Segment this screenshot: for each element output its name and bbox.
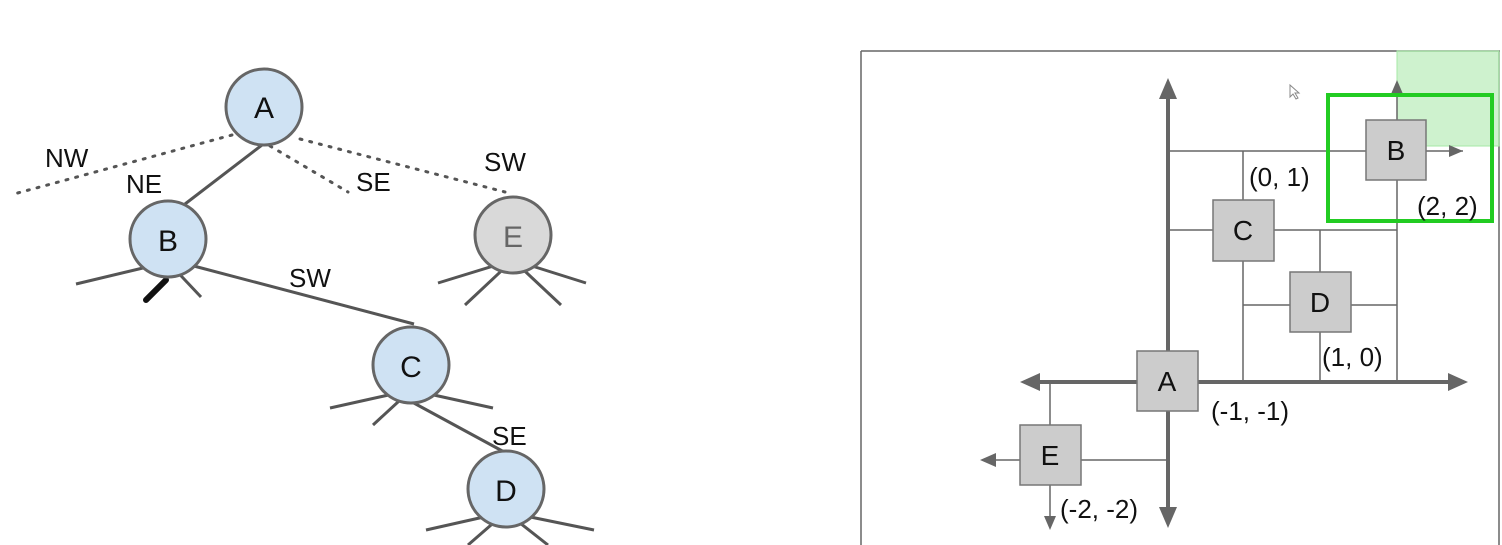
edge-label-c-se: SE [492, 421, 527, 451]
coord-label-b: (2, 2) [1417, 191, 1478, 221]
point-box-c: C [1212, 199, 1275, 262]
axis-arrow-left-icon [1020, 373, 1040, 391]
plane-diagram: B C D A E (0, 1) (2, 2) (1, 0) (-1, -1) … [860, 50, 1500, 545]
point-box-a: A [1136, 350, 1199, 412]
point-box-b: B [1365, 119, 1427, 181]
edge-label-se: SE [356, 167, 391, 197]
quadtree-diagram: A B E C D NW NE SE SW SW SE [12, 67, 595, 545]
point-box-d-label: D [1310, 287, 1330, 318]
coord-label-d: (1, 0) [1322, 342, 1383, 372]
edge-c-d [411, 400, 507, 455]
edge-a-sw [298, 137, 507, 194]
arrowhead-icon [980, 453, 996, 467]
point-box-e-label: E [1041, 440, 1060, 471]
edge-label-sw: SW [484, 147, 526, 177]
point-box-c-label: C [1233, 215, 1253, 246]
axis-arrow-right-icon [1448, 373, 1468, 391]
arrowhead-icon [1449, 145, 1463, 157]
tree-node-c: C [371, 325, 451, 405]
arrowhead-icon [1391, 80, 1403, 94]
tree-node-b-label: B [158, 225, 178, 258]
query-rectangle [1326, 93, 1494, 223]
coord-label-c: (0, 1) [1249, 162, 1310, 192]
edge-a-nw [12, 133, 234, 196]
mouse-cursor-icon [1289, 83, 1301, 100]
point-box-d: D [1289, 271, 1352, 333]
axis-arrow-up-icon [1159, 78, 1177, 99]
tree-node-e: E [473, 195, 553, 275]
coord-label-a: (-1, -1) [1211, 396, 1289, 426]
axis-arrow-down-icon [1159, 507, 1177, 528]
edge-label-nw: NW [45, 143, 89, 173]
arrowhead-icon [1044, 516, 1056, 530]
edge-b-c [189, 263, 415, 326]
tree-node-d-label: D [495, 475, 517, 508]
b-pointer-stub [143, 277, 169, 303]
coord-label-e: (-2, -2) [1060, 494, 1138, 524]
point-box-a-label: A [1158, 366, 1177, 397]
tree-node-a: A [224, 67, 304, 147]
point-box-e: E [1019, 424, 1082, 486]
tree-node-c-label: C [400, 351, 422, 384]
edge-label-ne: NE [126, 169, 162, 199]
tree-node-b: B [128, 199, 208, 279]
tree-node-d: D [466, 449, 546, 529]
edge-a-b [184, 143, 263, 206]
edge-label-b-sw: SW [289, 263, 331, 293]
tree-node-a-label: A [254, 92, 274, 125]
edge-a-se [268, 144, 350, 194]
tree-node-e-label: E [503, 221, 523, 254]
point-box-b-label: B [1387, 135, 1406, 166]
